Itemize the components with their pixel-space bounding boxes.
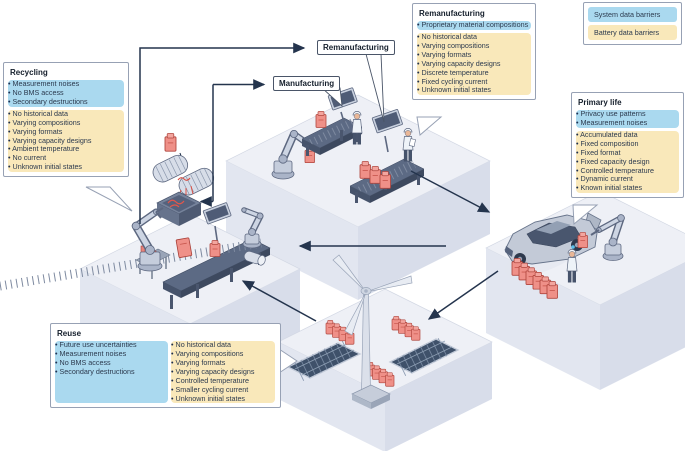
robot-arm-icon	[271, 129, 315, 180]
arrow-primary-life-to-reuse	[427, 270, 499, 320]
callout-recycling: Recycling Measurement noisesNo BMS acces…	[3, 62, 129, 178]
callout-tail-primary-life	[572, 204, 599, 226]
material-coil-icon	[243, 250, 266, 266]
callout-title: Reuse	[57, 329, 82, 338]
barrier-item: Unknown initial states	[171, 394, 275, 404]
barrier-item: No historical data	[8, 109, 124, 119]
legend: System data barriers Battery data barrie…	[583, 2, 682, 45]
barrier-item: Known initial states	[576, 183, 679, 193]
monitor-icon	[371, 109, 403, 134]
car-icon	[504, 212, 602, 278]
barrier-item: Accumulated data	[576, 130, 679, 140]
wind-turbine-icon	[332, 254, 413, 409]
callout-title: Recycling	[10, 68, 48, 77]
barrier-item: Fixed composition	[576, 139, 679, 149]
worker-icon	[402, 127, 416, 162]
barrier-item: Discrete temperature	[417, 68, 531, 78]
arrow-reuse-to-recycling	[241, 280, 317, 322]
barrier-item: Dynamic current	[576, 175, 679, 184]
callout-primary-life: Primary life Privacy use patternsMeasure…	[571, 92, 684, 199]
system-barrier-list: Proprietary material compositions	[417, 20, 531, 30]
barrier-item: Varying formats	[8, 127, 124, 137]
barrier-item: No historical data	[417, 32, 531, 42]
label-manufacturing: Manufacturing	[273, 76, 341, 91]
barrier-item: Varying compositions	[171, 349, 275, 359]
battery-barrier-list: No historical dataVarying compositionsVa…	[8, 109, 124, 173]
barrier-item: Fixed format	[576, 148, 679, 158]
barrier-item: No current	[8, 153, 124, 163]
system-barrier-list: Measurement noisesNo BMS accessSecondary…	[8, 79, 124, 107]
barrier-item: Secondary destructions	[55, 367, 168, 377]
barrier-item: Fixed cycling current	[417, 77, 531, 87]
barrier-item: Varying capacity designs	[171, 367, 275, 377]
legend-battery-data-barriers: Battery data barriers	[588, 25, 677, 40]
arrow-manufacturing-to-primary-life	[410, 170, 491, 213]
barrier-item: No BMS access	[55, 358, 168, 368]
barrier-item: Unknown initial states	[8, 162, 124, 172]
barrier-item: Controlled temperature	[171, 376, 275, 386]
battery-barrier-list: No historical dataVarying compositionsVa…	[417, 32, 531, 96]
barrier-item: Measurement noises	[576, 118, 679, 128]
barrier-item: No historical data	[171, 340, 275, 350]
barrier-item: Varying compositions	[417, 41, 531, 51]
battery-icon	[164, 133, 177, 152]
callout-title: Primary life	[578, 98, 622, 107]
solar-panel-icon	[286, 338, 362, 382]
system-barrier-list: Privacy use patternsMeasurement noises	[576, 109, 679, 128]
callout-tail-remanufacturing	[416, 116, 443, 136]
battery-barrier-list: Accumulated dataFixed compositionFixed f…	[576, 130, 679, 194]
barrier-item: Measurement noises	[8, 79, 124, 89]
remanufacturing-station	[349, 109, 425, 203]
red-panel-icon	[175, 237, 193, 258]
barrier-item: Smaller cycling current	[171, 385, 275, 395]
barrier-item: Varying formats	[417, 50, 531, 60]
callout-title: Remanufacturing	[419, 9, 485, 18]
barrier-item: Proprietary material compositions	[417, 20, 531, 30]
barrier-item: Unknown initial states	[417, 86, 531, 95]
barrier-item: Varying formats	[171, 358, 275, 368]
callout-reuse: Reuse Future use uncertaintiesMeasuremen…	[50, 323, 281, 409]
barrier-item: Secondary destructions	[8, 97, 124, 107]
barrier-item: Future use uncertainties	[55, 340, 168, 350]
legend-system-data-barriers: System data barriers	[588, 7, 677, 22]
arrow-recycling-to-remanufacturing	[139, 42, 306, 224]
robot-arm-icon	[241, 207, 264, 249]
callout-remanufacturing: Remanufacturing Proprietary material com…	[412, 3, 536, 101]
barrier-item: No BMS access	[8, 88, 124, 98]
barrier-item: Varying capacity designs	[8, 136, 124, 146]
barrier-item: Measurement noises	[55, 349, 168, 359]
solar-panel-icon	[388, 335, 460, 377]
battery-barrier-list: No historical dataVarying compositionsVa…	[171, 340, 275, 404]
barrier-item: Controlled temperature	[576, 166, 679, 176]
label-remanufacturing: Remanufacturing	[317, 40, 395, 55]
robot-arm-icon	[590, 214, 625, 261]
barrier-item: Privacy use patterns	[576, 109, 679, 119]
callout-tail-recycling	[85, 186, 133, 212]
barrier-item: Varying capacity designs	[417, 59, 531, 69]
system-barrier-list: Future use uncertaintiesMeasurement nois…	[55, 340, 168, 404]
shredder-icon	[152, 133, 215, 197]
barrier-item: Varying compositions	[8, 118, 124, 128]
barrier-item: Fixed capacity design	[576, 157, 679, 167]
barrier-item: Ambient temperature	[8, 145, 124, 154]
